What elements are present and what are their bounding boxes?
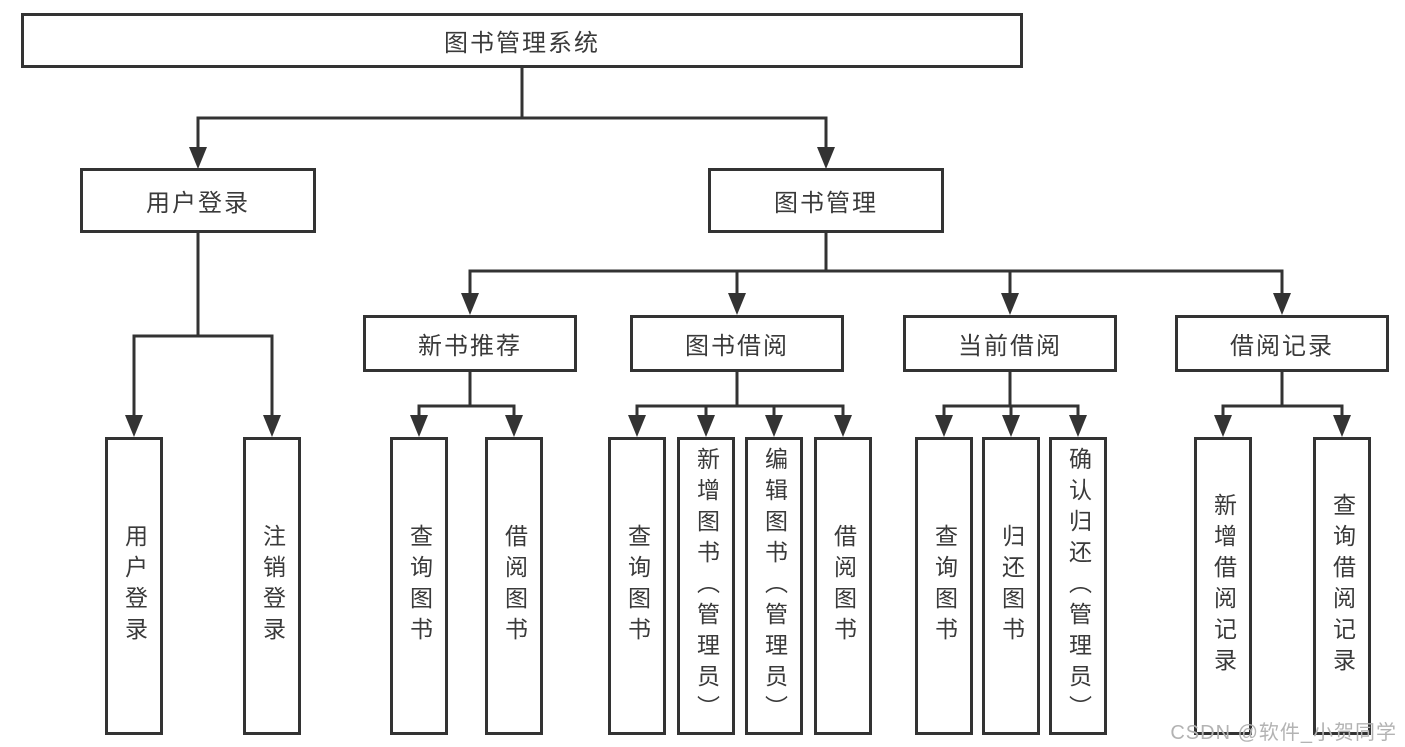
connector-user-login-to-children (125, 231, 281, 437)
leaf-logout-label: 注销登录 (259, 524, 286, 648)
leaf-nbr-query-books: 查询图书 (390, 437, 448, 735)
arrowhead-bb-edit-books (765, 415, 783, 437)
node-book-management: 图书管理 (708, 168, 944, 233)
leaf-bb-query-books-label: 查询图书 (624, 524, 651, 648)
node-user-login-label: 用户登录 (146, 190, 250, 217)
leaf-nbr-query-books-label: 查询图书 (406, 524, 433, 648)
leaf-br-add-record: 新增借阅记录 (1194, 437, 1252, 735)
arrowhead-new-book-recommend (461, 293, 479, 315)
arrowhead-br-add-record (1214, 415, 1232, 437)
arrowhead-current-borrowing (1001, 293, 1019, 315)
node-user-login: 用户登录 (80, 168, 316, 233)
leaf-nbr-borrow-books: 借阅图书 (485, 437, 543, 735)
arrowhead-leaf-user-login (125, 415, 143, 437)
leaf-logout: 注销登录 (243, 437, 301, 735)
arrowhead-cb-query-books (935, 415, 953, 437)
arrowhead-bb-add-books (697, 415, 715, 437)
leaf-br-add-record-label: 新增借阅记录 (1210, 493, 1237, 679)
arrowhead-br-query-record (1333, 415, 1351, 437)
leaf-bb-borrow-books: 借阅图书 (814, 437, 872, 735)
node-new-book-recommend: 新书推荐 (363, 315, 577, 372)
leaf-cb-return-books: 归还图书 (982, 437, 1040, 735)
node-borrowing-records-label: 借阅记录 (1230, 333, 1334, 360)
connector-book-management-to-level3 (461, 231, 1291, 315)
node-new-book-recommend-label: 新书推荐 (418, 333, 522, 360)
arrowhead-user-login (189, 147, 207, 169)
leaf-nbr-borrow-books-label: 借阅图书 (501, 524, 528, 648)
connector-book-borrowing-to-children (628, 370, 852, 437)
node-borrowing-records: 借阅记录 (1175, 315, 1389, 372)
leaf-cb-confirm-return-admin-label: 确认归还（管理员） (1065, 446, 1092, 726)
arrowhead-book-borrowing (728, 293, 746, 315)
node-current-borrowing: 当前借阅 (903, 315, 1117, 372)
node-root: 图书管理系统 (21, 13, 1023, 68)
leaf-bb-add-books-admin: 新增图书（管理员） (677, 437, 735, 735)
arrowhead-borrowing-records (1273, 293, 1291, 315)
node-current-borrowing-label: 当前借阅 (958, 333, 1062, 360)
leaf-bb-edit-books-admin-label: 编辑图书（管理员） (761, 446, 788, 726)
arrowhead-bb-borrow-books (834, 415, 852, 437)
arrowhead-book-management (817, 147, 835, 169)
node-root-label: 图书管理系统 (444, 30, 600, 57)
csdn-watermark: CSDN @软件_小贺同学 (1170, 722, 1397, 744)
node-book-borrowing-label: 图书借阅 (685, 333, 789, 360)
connector-borrowing-records-to-children (1214, 370, 1351, 437)
leaf-bb-add-books-admin-label: 新增图书（管理员） (693, 446, 720, 726)
arrowhead-cb-confirm-return (1069, 415, 1087, 437)
leaf-cb-confirm-return-admin: 确认归还（管理员） (1049, 437, 1107, 735)
connector-root-to-level2 (189, 66, 835, 169)
leaf-bb-query-books: 查询图书 (608, 437, 666, 735)
leaf-cb-query-books-label: 查询图书 (931, 524, 958, 648)
connector-new-book-recommend-to-children (410, 370, 523, 437)
leaf-br-query-record-label: 查询借阅记录 (1329, 493, 1356, 679)
leaf-bb-borrow-books-label: 借阅图书 (830, 524, 857, 648)
leaf-cb-query-books: 查询图书 (915, 437, 973, 735)
connector-current-borrowing-to-children (935, 370, 1087, 437)
leaf-user-login: 用户登录 (105, 437, 163, 735)
arrowhead-cb-return-books (1002, 415, 1020, 437)
node-book-management-label: 图书管理 (774, 190, 878, 217)
arrowhead-leaf-logout (263, 415, 281, 437)
leaf-bb-edit-books-admin: 编辑图书（管理员） (745, 437, 803, 735)
arrowhead-nbr-borrow-books (505, 415, 523, 437)
arrowhead-bb-query-books (628, 415, 646, 437)
leaf-cb-return-books-label: 归还图书 (998, 524, 1025, 648)
leaf-user-login-label: 用户登录 (121, 524, 148, 648)
leaf-br-query-record: 查询借阅记录 (1313, 437, 1371, 735)
node-book-borrowing: 图书借阅 (630, 315, 844, 372)
arrowhead-nbr-query-books (410, 415, 428, 437)
